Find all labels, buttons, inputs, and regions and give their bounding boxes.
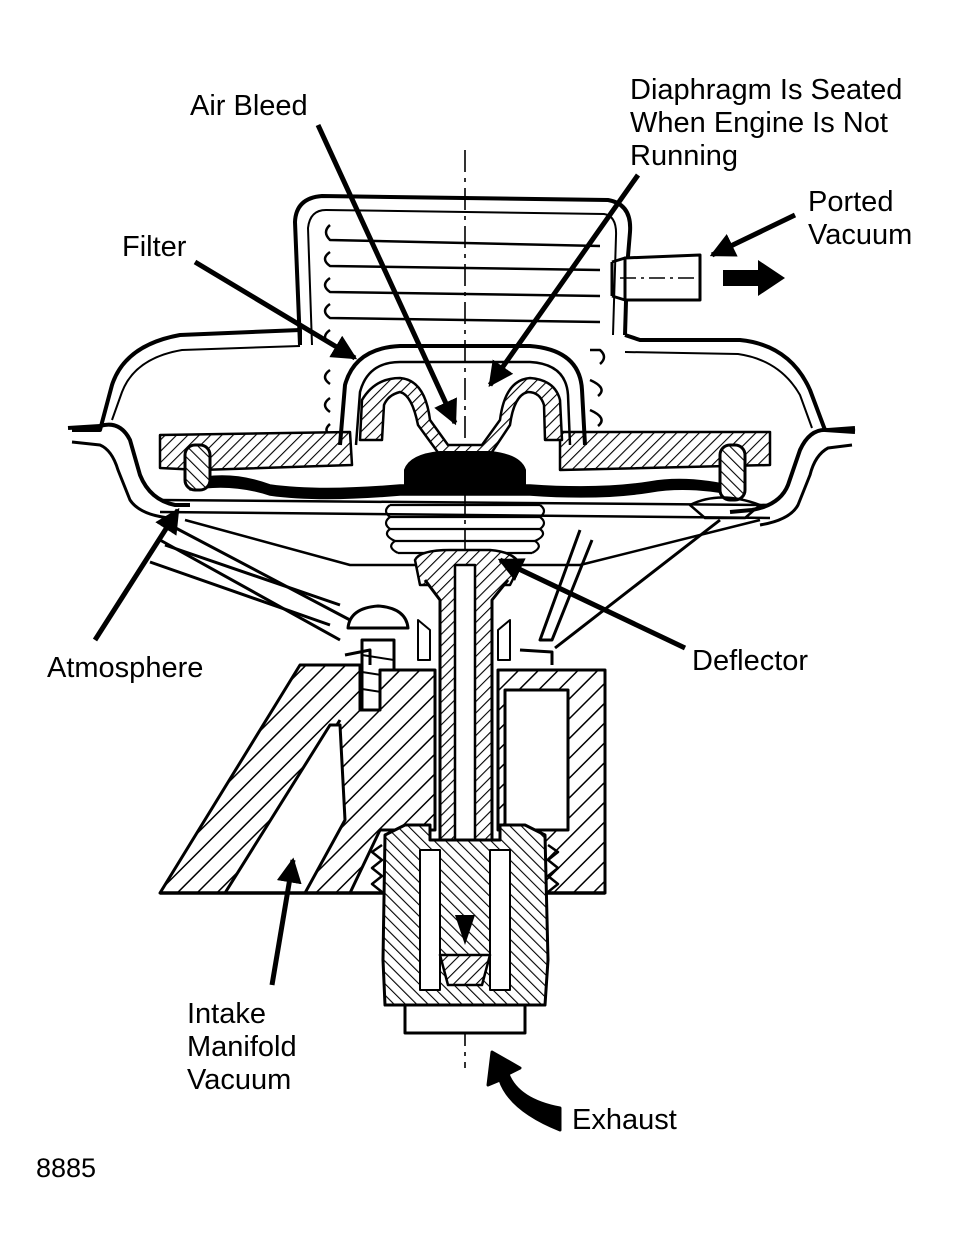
pintle <box>438 953 492 987</box>
base-flange <box>344 648 554 665</box>
diaphragm-housing-inner <box>111 345 813 429</box>
support-leg-right <box>538 518 721 650</box>
post-right-base <box>688 496 762 520</box>
exhaust-flow-arrow <box>486 1050 562 1132</box>
diaphragm-convolution <box>358 376 564 460</box>
label-diaphragm-line-1: Diaphragm Is Seated <box>630 74 903 106</box>
post-right <box>718 443 747 502</box>
diaphragm-housing-upper <box>72 328 856 434</box>
air-bleed-leader <box>315 123 458 426</box>
label-diaphragm-line-3: Running <box>630 140 739 172</box>
upper-dome-inner <box>307 209 618 346</box>
ported-vacuum-flow-arrow <box>723 260 785 296</box>
stem-flow-arrow <box>455 915 475 945</box>
label-intake-manifold-vacuum: Intake Manifold Vacuum <box>187 998 297 1097</box>
flange-left-lower <box>71 440 171 520</box>
diaphragm-plate <box>158 430 772 472</box>
filter-leader <box>193 259 358 361</box>
label-intake-line-3: Vacuum <box>187 1064 292 1096</box>
seat-insert-bore <box>419 849 511 991</box>
flange-right <box>729 426 856 514</box>
diaphragm-leader <box>487 173 641 388</box>
label-deflector: Deflector <box>692 645 809 677</box>
label-intake-line-1: Intake <box>187 998 266 1030</box>
intake-leader <box>269 857 302 986</box>
figure-number: 8885 <box>36 1153 97 1183</box>
flange-right-lower <box>759 443 853 527</box>
label-diaphragm-seated: Diaphragm Is Seated When Engine Is Not R… <box>630 74 902 173</box>
post-left <box>183 443 212 492</box>
flange-left <box>67 422 190 507</box>
label-exhaust: Exhaust <box>572 1104 677 1136</box>
atmosphere-flow-arrow <box>149 543 341 627</box>
seat-outlet <box>403 1003 527 1035</box>
diaphragm-seat[interactable] <box>404 451 526 486</box>
filter-bellows <box>338 344 587 446</box>
upper-dome <box>293 194 633 346</box>
label-filter: Filter <box>122 231 187 263</box>
label-ported-line-1: Ported <box>808 186 894 218</box>
thread-right <box>546 843 560 893</box>
label-intake-line-2: Manifold <box>187 1031 297 1063</box>
seat-spring <box>384 503 546 555</box>
atmosphere-leader <box>92 507 181 642</box>
base-block-right-window <box>503 688 570 832</box>
filter-bellows-inner <box>354 360 572 446</box>
screw-head[interactable] <box>346 604 410 630</box>
vacuum-port <box>610 253 702 302</box>
label-air-bleed: Air Bleed <box>190 90 308 122</box>
deflector-leader <box>497 557 687 651</box>
label-diaphragm-line-2: When Engine Is Not <box>630 107 888 139</box>
thread-left <box>370 843 384 893</box>
ported-vacuum-leader <box>709 212 797 258</box>
label-atmosphere: Atmosphere <box>47 652 204 684</box>
label-ported-line-2: Vacuum <box>808 219 913 251</box>
stem-bushing <box>417 619 511 661</box>
label-ported-vacuum: Ported Vacuum <box>808 186 912 252</box>
